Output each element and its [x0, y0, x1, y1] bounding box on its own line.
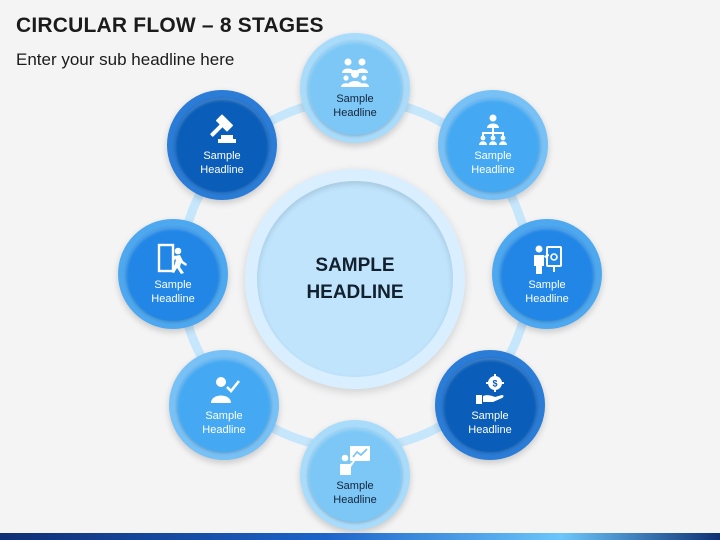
stage-7-label: Sample Headline: [151, 279, 195, 305]
stage-6-disc: Sample Headline: [177, 358, 271, 452]
stage-2-disc: Sample Headline: [446, 98, 540, 192]
stage-6[interactable]: Sample Headline: [169, 350, 279, 460]
stage-5[interactable]: Sample Headline: [300, 420, 410, 530]
stage-4-label: Sample Headline: [468, 410, 512, 436]
stage-8-label: Sample Headline: [200, 150, 244, 176]
stage-5-label: Sample Headline: [333, 480, 377, 506]
stage-6-label: Sample Headline: [202, 410, 246, 436]
stage-4-disc: $ Sample Headline: [443, 358, 537, 452]
user-check-icon: [211, 377, 241, 403]
stage-3-disc: Sample Headline: [500, 227, 594, 321]
center-circle-inner: SAMPLE HEADLINE: [257, 181, 453, 377]
center-headline: SAMPLE HEADLINE: [306, 255, 404, 303]
svg-text:$: $: [492, 379, 497, 389]
stage-1-disc: Sample Headline: [308, 41, 402, 135]
stage-3[interactable]: Sample Headline: [492, 219, 602, 329]
money-gear-hand-icon: $: [476, 374, 504, 404]
footer-bar: [0, 533, 720, 540]
team-icon: [341, 58, 369, 87]
presentation-screen-icon: [340, 446, 370, 475]
stage-4[interactable]: $ Sample Headline: [435, 350, 545, 460]
stage-2-label: Sample Headline: [471, 150, 515, 176]
stage-7-disc: Sample Headline: [126, 227, 220, 321]
page-title: CIRCULAR FLOW – 8 STAGES: [16, 14, 324, 37]
gavel-icon: [210, 114, 236, 143]
exit-door-icon: [157, 243, 187, 274]
org-chart-icon: [479, 114, 507, 145]
stage-5-disc: Sample Headline: [308, 428, 402, 522]
stage-3-label: Sample Headline: [525, 279, 569, 305]
stage-7[interactable]: Sample Headline: [118, 219, 228, 329]
presenter-board-icon: [534, 245, 562, 274]
stage-1-label: Sample Headline: [333, 93, 377, 119]
stage-8-disc: Sample Headline: [175, 98, 269, 192]
stage-8[interactable]: Sample Headline: [167, 90, 277, 200]
page-subtitle: Enter your sub headline here: [16, 50, 235, 69]
center-circle: SAMPLE HEADLINE: [245, 169, 465, 389]
stage-2[interactable]: Sample Headline: [438, 90, 548, 200]
stage-1[interactable]: Sample Headline: [300, 33, 410, 143]
